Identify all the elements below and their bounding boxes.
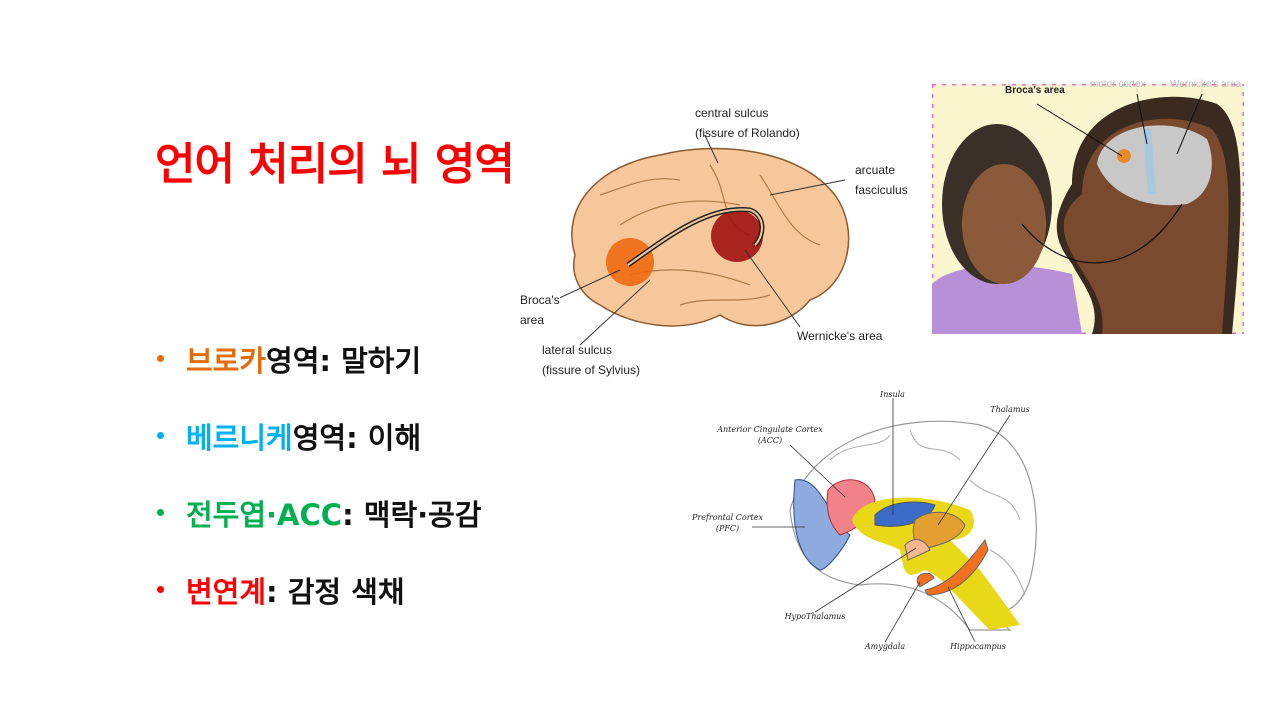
label-line: lateral sulcus — [542, 343, 613, 357]
bullet-highlight: 변연계 — [186, 575, 267, 609]
label-line: Broca's — [520, 293, 560, 307]
bullet-highlight: 전두엽·ACC — [186, 498, 343, 532]
label-insula: Insula — [880, 390, 905, 399]
label-line: fasciculus — [855, 183, 908, 197]
label-line: (ACC) — [757, 436, 783, 445]
bullet-dot — [157, 355, 164, 362]
bullet-highlight: 브로카 — [186, 344, 267, 378]
label-lateral-sulcus: lateral sulcus (fissure of Sylvius) — [542, 340, 640, 380]
bullet-item: 브로카 영역: 말하기 — [155, 338, 482, 415]
label-photo-broca: Broca's area — [1005, 85, 1065, 96]
label-line: Anterior Cingulate Cortex — [717, 425, 823, 434]
bullet-highlight: 베르니케 — [186, 421, 293, 455]
bullet-item: 전두엽·ACC: 맥락·공감 — [155, 492, 482, 569]
label-pfc: Prefrontal Cortex (PFC) — [685, 512, 770, 534]
label-wernicke: Wernicke's area — [797, 329, 883, 343]
bullet-dot — [157, 509, 164, 516]
label-line: central sulcus — [695, 106, 769, 120]
label-photo-wernicke: Wernicke's area — [1170, 79, 1242, 90]
conversation-illustration — [932, 84, 1244, 334]
label-thalamus: Thalamus — [990, 405, 1030, 414]
bullet-list: 브로카 영역: 말하기 베르니케 영역: 이해 전두엽·ACC: 맥락·공감 변… — [155, 338, 482, 646]
bullet-dot — [157, 432, 164, 439]
label-line: Prefrontal Cortex — [691, 513, 763, 522]
medial-brain-diagram — [752, 398, 1037, 643]
label-hypothalamus: HypoThalamus — [784, 612, 846, 621]
slide-title: 언어 처리의 뇌 영역 — [155, 139, 515, 190]
label-central-sulcus: central sulcus (fissure of Rolando) — [695, 103, 800, 143]
bullet-item: 변연계: 감정 색채 — [155, 569, 482, 646]
label-photo-motor: motor cortex — [1090, 79, 1146, 90]
bullet-item: 베르니케 영역: 이해 — [155, 415, 482, 492]
label-arcuate: arcuate fasciculus — [855, 160, 908, 200]
label-broca: Broca's area — [520, 290, 560, 330]
bullet-text: : 감정 색채 — [266, 575, 405, 609]
label-line: area — [520, 313, 545, 327]
label-line: arcuate — [855, 163, 896, 177]
label-hippocampus: Hippocampus — [950, 642, 1006, 651]
bullet-dot — [157, 586, 164, 593]
label-acc: Anterior Cingulate Cortex (ACC) — [710, 424, 830, 446]
label-line: (PFC) — [715, 524, 740, 533]
bullet-text: 영역: 이해 — [292, 421, 422, 455]
label-line: (fissure of Rolando) — [695, 126, 800, 140]
bullet-text: : 맥락·공감 — [342, 498, 482, 532]
lateral-brain-diagram — [560, 135, 850, 345]
label-line: (fissure of Sylvius) — [542, 363, 641, 377]
label-amygdala: Amygdala — [864, 642, 906, 651]
bullet-text: 영역: 말하기 — [266, 344, 422, 378]
